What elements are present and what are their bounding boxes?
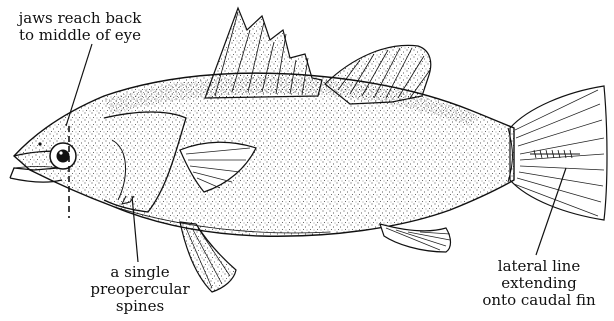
spines-label-line-1: a single xyxy=(86,264,194,281)
lateral-line-label-line-3: onto caudal fin xyxy=(474,292,604,309)
lateral-line-label-line-2: extending xyxy=(474,275,604,292)
lateral-line-label-line-1: lateral line xyxy=(474,258,604,275)
anal-fin xyxy=(380,224,451,252)
jaws-label: jaws reach back to middle of eye xyxy=(18,10,142,44)
fish-eye xyxy=(50,143,76,169)
lateral-line-label: lateral line extending onto caudal fin xyxy=(474,258,604,309)
spines-label-line-2: preopercular xyxy=(86,281,194,298)
jaws-label-line-1: jaws reach back xyxy=(18,10,142,27)
jaws-label-line-2: to middle of eye xyxy=(18,27,142,44)
spines-label-line-3: spines xyxy=(86,298,194,315)
spines-label: a single preopercular spines xyxy=(86,264,194,315)
fish-body xyxy=(14,73,514,236)
